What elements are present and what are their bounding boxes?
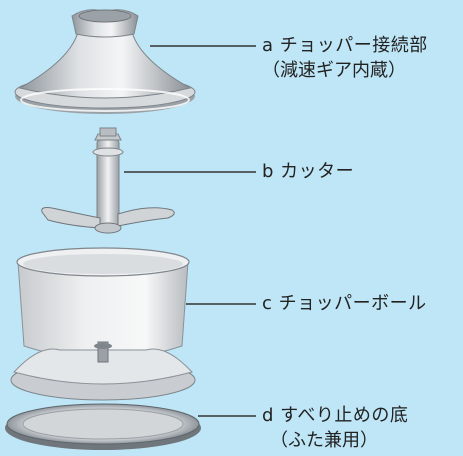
part-b-label: b カッター <box>262 161 354 183</box>
part-d-letter: d <box>262 405 274 426</box>
part-c-letter: c <box>262 293 273 314</box>
part-a-note: （減速ギア内蔵） <box>262 60 406 81</box>
part-a-name: チョッパー接続部 <box>279 35 428 56</box>
part-a-letter: a <box>262 35 274 56</box>
chopper-coupling-part <box>14 9 196 114</box>
chopper-bowl-part <box>10 247 196 401</box>
part-a-label: a チョッパー接続部 <box>262 35 428 57</box>
cutter-part <box>41 127 175 234</box>
non-slip-base-part <box>5 403 201 450</box>
part-d-note: （ふた兼用） <box>270 430 378 451</box>
part-c-label: c チョッパーボール <box>262 293 427 315</box>
part-d-name: すべり止めの底 <box>280 405 409 426</box>
part-c-name: チョッパーボール <box>278 293 427 314</box>
part-b-name: カッター <box>280 161 355 182</box>
part-b-letter: b <box>262 161 274 182</box>
part-d-label: d すべり止めの底 <box>262 405 408 427</box>
